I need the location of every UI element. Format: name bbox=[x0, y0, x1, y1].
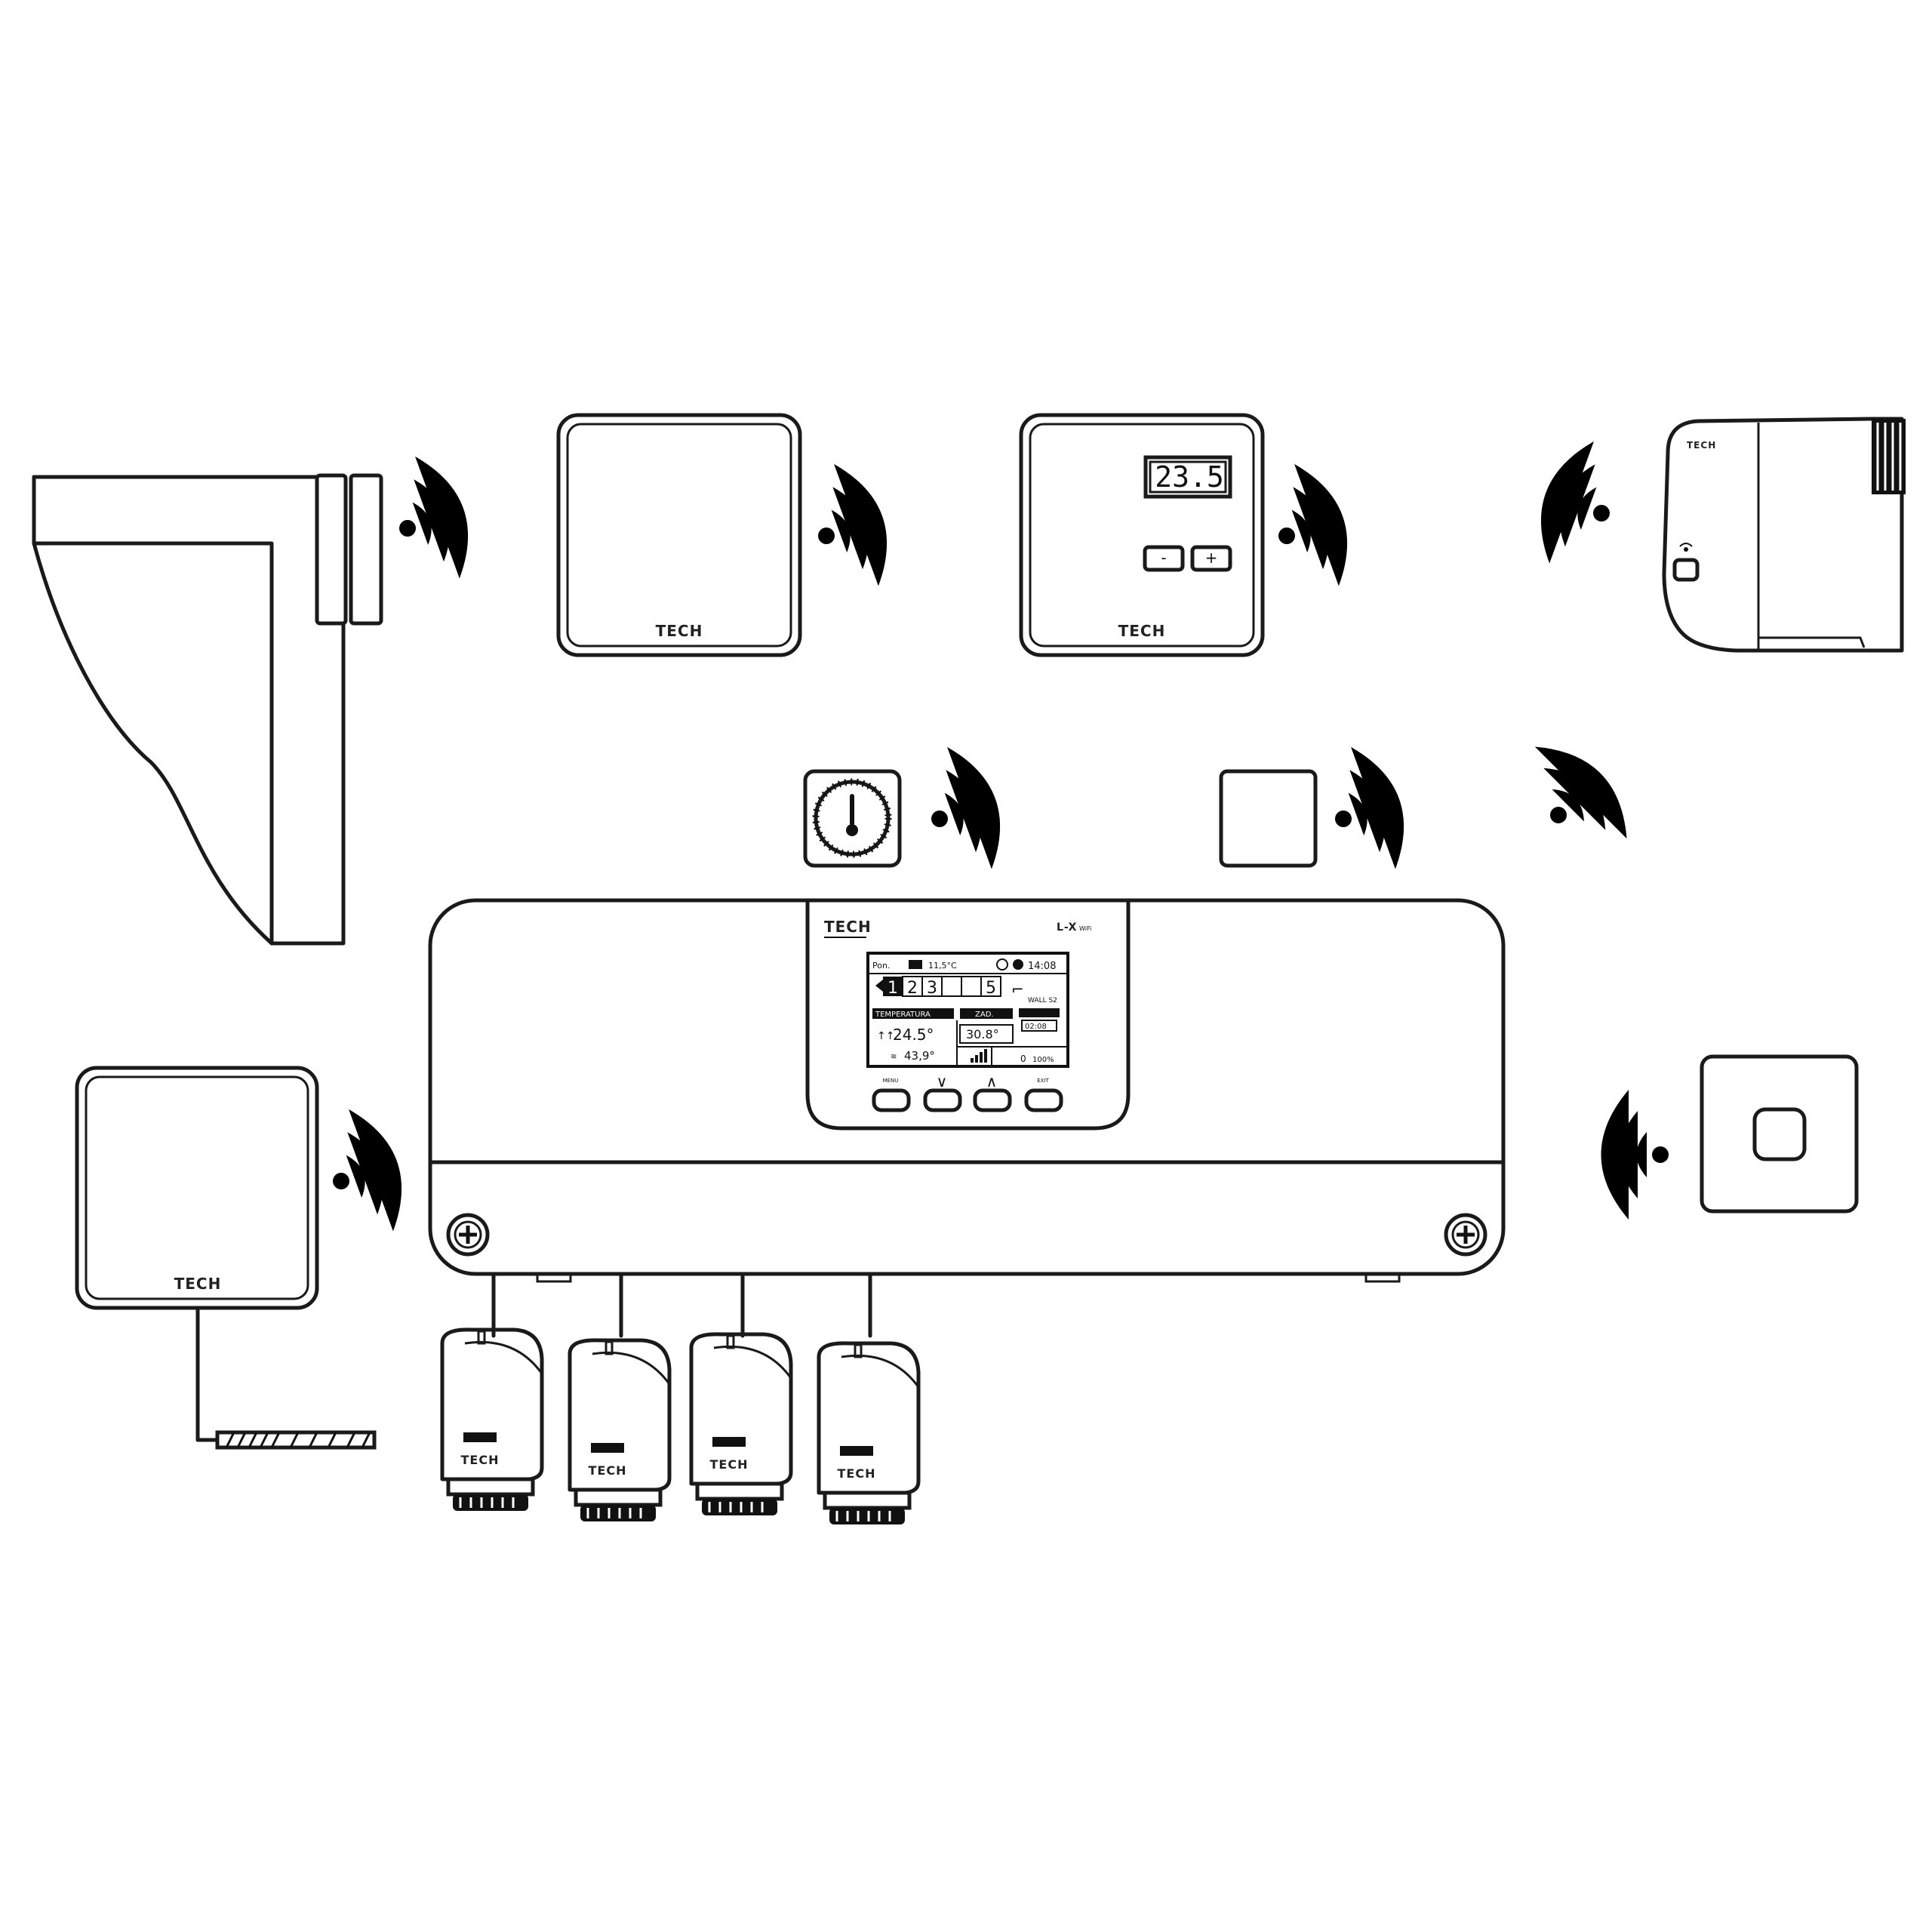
zone-1-selected bbox=[883, 977, 903, 996]
down-button-label: ∨ bbox=[937, 1072, 948, 1091]
menu-button[interactable] bbox=[872, 1088, 911, 1112]
zone-label: 5 bbox=[986, 979, 996, 998]
repeater bbox=[1219, 769, 1318, 868]
zone-label: 1 bbox=[888, 979, 898, 998]
screen-outdoor-temp: 11,5°C bbox=[928, 961, 957, 971]
zone-label: 3 bbox=[927, 979, 937, 998]
screen-timer: 02:08 bbox=[1025, 1023, 1047, 1031]
lcd-screen: Pon. 11,5°C 14:08 1 2 3 5 ⌐ WALL S2 TEMP… bbox=[866, 952, 1069, 1068]
floor-sensor bbox=[803, 769, 902, 868]
clock-icon bbox=[996, 958, 1008, 971]
wifi-module bbox=[1700, 1054, 1859, 1214]
controller-model: L-X bbox=[1057, 921, 1077, 934]
tech-logo: TECH bbox=[589, 1463, 627, 1478]
thermo-actuator: TECH bbox=[568, 1273, 672, 1521]
flame-icon bbox=[1013, 959, 1023, 970]
screen-zone-tag: WALL S2 bbox=[1028, 997, 1057, 1004]
wireless-signal-icon bbox=[796, 454, 905, 600]
screen-current-temp: 24.5° bbox=[893, 1026, 934, 1044]
sensor-magnet bbox=[315, 473, 348, 626]
display-value: 23.5 bbox=[1155, 460, 1224, 494]
screw-left bbox=[446, 1213, 490, 1257]
menu-button-label: MENU bbox=[883, 1078, 899, 1084]
minus-label: - bbox=[1161, 549, 1166, 567]
wireless-signal-icon bbox=[1601, 1090, 1669, 1220]
room-sensor-top: TECH bbox=[556, 413, 802, 657]
antenna-icon: ⌐ bbox=[1011, 980, 1024, 998]
wireless-signal-icon bbox=[311, 1100, 420, 1245]
up-button[interactable] bbox=[973, 1088, 1012, 1112]
screen-floor-temp: 43,9° bbox=[904, 1049, 935, 1063]
down-button[interactable] bbox=[923, 1088, 962, 1112]
tech-logo: TECH bbox=[710, 1457, 749, 1472]
main-controller: TECH L-X WiFi Pon. 11,5°C 14:08 1 2 3 5 … bbox=[428, 898, 1506, 1283]
wifi-module-button[interactable] bbox=[1752, 1107, 1807, 1161]
thermo-actuator: TECH bbox=[440, 1273, 544, 1511]
wireless-signal-icon bbox=[1523, 432, 1632, 577]
thermo-actuator: TECH bbox=[817, 1273, 921, 1524]
tech-logo: TECH bbox=[1118, 622, 1166, 640]
wireless-signal-icon bbox=[1257, 454, 1365, 600]
sensor-body bbox=[349, 473, 383, 626]
regulator-display bbox=[1143, 455, 1232, 499]
tech-logo: TECH bbox=[174, 1275, 222, 1293]
screen-set-header: ZAD. bbox=[975, 1011, 994, 1019]
plus-button[interactable] bbox=[1190, 545, 1232, 572]
controller-brand: TECH bbox=[824, 918, 872, 936]
tech-logo: TECH bbox=[461, 1453, 500, 1467]
pairing-button[interactable] bbox=[1672, 558, 1700, 582]
wireless-signal-icon bbox=[1313, 737, 1422, 883]
radiator-actuator: TECH bbox=[1662, 417, 1906, 653]
tech-logo: TECH bbox=[1687, 440, 1716, 451]
screen-set-temp: 30.8° bbox=[966, 1027, 999, 1041]
tech-logo: TECH bbox=[656, 622, 703, 640]
control-panel bbox=[805, 898, 1131, 1131]
screen-temp-header: TEMPERATURA bbox=[875, 1011, 931, 1019]
room-regulator: 23.5 - + TECH bbox=[1019, 413, 1265, 657]
window-contact-sensor bbox=[32, 473, 383, 946]
room-sensor-left: TECH bbox=[75, 1066, 377, 1450]
signal-strength-icon bbox=[971, 1049, 987, 1063]
wireless-signal-icon bbox=[377, 447, 486, 592]
wireless-signal-icon bbox=[909, 737, 1018, 883]
exit-button-label: EXIT bbox=[1037, 1078, 1049, 1084]
screen-valve-open: 100% bbox=[1032, 1056, 1054, 1064]
thermometer-icon bbox=[850, 794, 854, 826]
minus-button[interactable] bbox=[1143, 545, 1185, 572]
zone-left-arrow bbox=[875, 980, 883, 992]
heating-arrows-icon: ↑↑ bbox=[877, 1030, 894, 1042]
zone-label: 2 bbox=[907, 979, 918, 998]
screw-right bbox=[1444, 1213, 1487, 1257]
plus-label: + bbox=[1205, 549, 1218, 567]
screen-day: Pon. bbox=[872, 961, 890, 971]
weather-icon bbox=[909, 960, 922, 969]
wireless-signal-icon bbox=[1506, 727, 1647, 867]
up-button-label: ∧ bbox=[986, 1072, 998, 1091]
exit-button[interactable] bbox=[1024, 1088, 1063, 1112]
thermo-actuator: TECH bbox=[689, 1273, 793, 1515]
controller-model-suffix: WiFi bbox=[1079, 925, 1091, 932]
screen-time: 14:08 bbox=[1028, 961, 1056, 972]
screen-valve-index: 0 bbox=[1020, 1054, 1026, 1064]
tech-logo: TECH bbox=[838, 1466, 876, 1481]
floor-heat-icon: ≋ bbox=[891, 1053, 897, 1061]
